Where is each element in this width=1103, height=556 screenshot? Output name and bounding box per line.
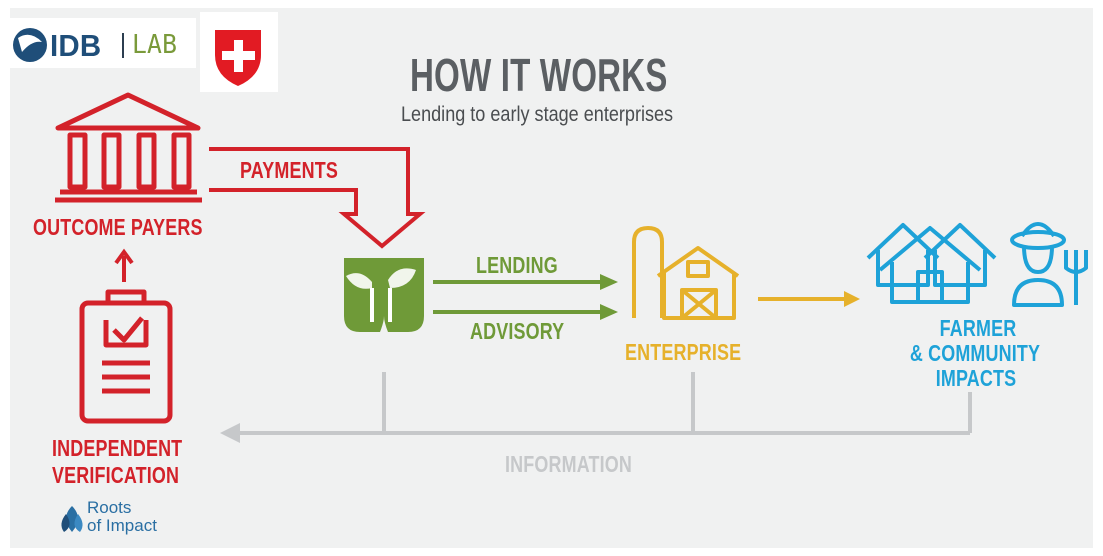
enterprise-label: ENTERPRISE xyxy=(625,339,742,365)
payments-arrow xyxy=(209,147,426,249)
lending-label: LENDING xyxy=(476,252,558,278)
diagram-background xyxy=(10,8,1093,548)
bank-icon xyxy=(55,92,202,203)
advisory-label: ADVISORY xyxy=(470,318,565,344)
swiss-cross-icon xyxy=(215,30,261,86)
verification-label: VERIFICATION xyxy=(52,462,180,488)
houses-icon xyxy=(866,223,997,304)
page-title: HOW IT WORKS xyxy=(410,49,668,101)
farmer-label-line1: FARMER xyxy=(939,315,1017,341)
roots-logo-line1: Roots xyxy=(87,498,132,517)
roots-leaf-icon xyxy=(61,506,83,532)
independent-label: INDEPENDENT xyxy=(52,435,183,461)
barn-icon xyxy=(632,226,740,320)
farmer-label-line3: IMPACTS xyxy=(935,365,1017,391)
idb-logo-text: IDB xyxy=(50,28,102,63)
roots-of-impact-logo: Roots of Impact xyxy=(87,499,157,535)
outcome-payers-label: OUTCOME PAYERS xyxy=(33,214,203,240)
lab-logo-text: LAB xyxy=(132,30,178,60)
lending-arrow xyxy=(433,274,618,290)
page-subtitle: Lending to early stage enterprises xyxy=(401,103,674,126)
clipboard-icon xyxy=(79,289,173,424)
information-flow xyxy=(220,372,972,443)
impact-arrow xyxy=(758,291,860,307)
logo-divider xyxy=(122,33,124,58)
farmer-icon xyxy=(1010,222,1088,307)
information-label: INFORMATION xyxy=(505,451,632,477)
payments-label: PAYMENTS xyxy=(240,157,338,183)
advisory-arrow xyxy=(433,304,618,320)
farmer-label-line2: & COMMUNITY xyxy=(909,340,1041,366)
idb-globe-icon xyxy=(13,28,47,62)
roots-logo-line2: of Impact xyxy=(87,516,157,535)
up-arrow xyxy=(114,248,134,282)
lender-sprout-icon xyxy=(344,258,424,332)
